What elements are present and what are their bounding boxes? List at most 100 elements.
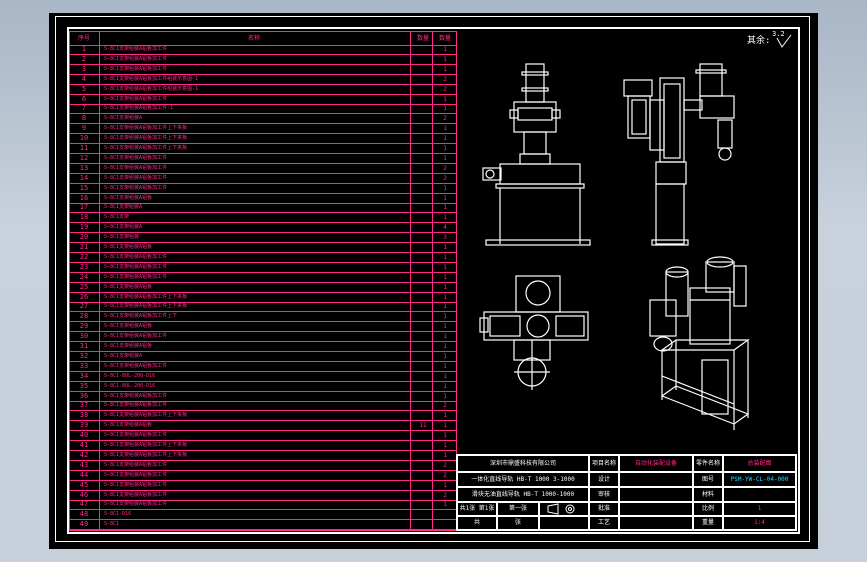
bom-row-name: S-8C1支架组装A铝板 (104, 323, 153, 330)
bom-row-name: S-8C1支架组装A铝板加工件 (104, 501, 168, 508)
bom-row-name: S-8C1支架组装A铝板加工件 (104, 362, 168, 369)
title-drawing-no: PSM-YW-CL-04-000 (723, 472, 796, 487)
projection-symbol-icon (547, 503, 575, 515)
bom-row-number: 3 (81, 64, 87, 73)
bom-row-name: S-8C1支架组装A铝板 (104, 194, 153, 201)
bom-row-qty2: 3 (443, 234, 447, 242)
bom-row-qty2: 1 (443, 204, 447, 212)
bom-row-number: 27 (79, 302, 89, 311)
bom-row-number: 1 (81, 45, 87, 53)
bom-row-qty2: 1 (443, 362, 447, 370)
side-view (623, 63, 735, 246)
bom-row-number: 14 (79, 173, 89, 182)
bom-row-number: 37 (79, 401, 89, 410)
bom-row-name: S-8C1支架组装A (104, 224, 143, 231)
bom-row-number: 5 (81, 84, 87, 93)
bom-row-number: 10 (79, 134, 89, 143)
bom-row-number: 35 (79, 381, 89, 390)
bom-row-name: S-8C1支架组装A铝板加工件上下夹板 (104, 135, 188, 142)
bom-row-number: 43 (79, 460, 89, 469)
bom-row-qty2: 2 (443, 85, 447, 93)
bom-row-qty2: 1 (443, 343, 447, 350)
bom-row-qty2: 1 (443, 125, 447, 133)
roughness-check-icon (776, 34, 792, 48)
title-approve-label: 批准 (589, 502, 619, 516)
top-view (479, 275, 589, 390)
title-page-c: 张 (497, 516, 539, 530)
bom-row-number: 20 (79, 233, 89, 242)
title-approve-value (619, 502, 693, 516)
bom-row-name: S-8C1支架组装A铝板加工件上下夹板 (104, 451, 188, 458)
title-block: 深圳市鼎盛科技有限公司 项目名称 自动化装配设备 零件名称 总装配图 一体化直线… (456, 454, 797, 531)
bom-row-qty2: 1 (443, 501, 447, 509)
bom-divider (99, 32, 100, 530)
title-row3: 滑块无油直线导轨 HB-T 1000-1000 (457, 487, 589, 502)
bom-row-qty2: 1 (443, 214, 447, 222)
bom-row: 35 S-8C1-80L-200-D16 1 (70, 382, 456, 392)
bom-row-qty2: 1 (443, 263, 447, 271)
bom-row-number: 23 (79, 262, 89, 271)
bom-row-number: 46 (79, 490, 89, 499)
bom-row-qty2: 2 (443, 115, 447, 123)
bom-row-name: S-8C1支架组装A铝板加工件上下夹板 (104, 412, 188, 419)
bom-row-name: S-8C1支架组装A铝板加工件 (104, 164, 168, 171)
title-page-b: 共 (457, 516, 497, 530)
bom-row-name: S-8C1支架组装A (104, 115, 143, 122)
bom-row-qty2: 1 (443, 481, 447, 489)
title-weight-value: 1:4 (723, 516, 796, 530)
bom-row-name: S-8C1支架 (104, 214, 130, 221)
bom-header-name: 名称 (247, 35, 260, 42)
bom-row-qty2: 2 (443, 471, 447, 479)
title-review-value (619, 487, 693, 502)
bom-row-name: S-8C1支架组装 (104, 234, 140, 241)
bom-row-qty2: 1 (443, 382, 447, 390)
bom-row-qty2: 1 (443, 95, 447, 103)
bom-row-number: 39 (79, 421, 89, 430)
bom-row-qty2: 1 (443, 323, 447, 331)
bom-row-number: 7 (81, 104, 87, 113)
projection-symbol (539, 502, 589, 516)
bom-row-qty2: 1 (443, 372, 447, 380)
bom-row-qty2: 1 (443, 352, 447, 360)
title-part-value: 总装配图 (723, 455, 796, 472)
bom-row-number: 44 (79, 470, 89, 479)
bom-row-qty2: 1 (443, 333, 447, 341)
isometric-view (649, 256, 750, 430)
bom-row-name: S-8C1支架组装A铝板加工件-1 (104, 105, 174, 112)
bom-row-qty2: 2 (443, 164, 447, 172)
bom-row-number: 18 (79, 213, 89, 222)
drawing-border-inner (67, 27, 800, 534)
bom-row-number: 9 (81, 124, 87, 133)
bom-row-qty2: 1 (443, 244, 447, 251)
bom-row-qty2: 2 (443, 75, 447, 83)
bom-row-name: S-8C1-80L-200-D16 (104, 382, 156, 389)
bom-row-qty2: 1 (443, 273, 447, 281)
bom-row-number: 6 (81, 94, 87, 103)
bom-row-qty2: 2 (443, 174, 447, 182)
bom-row-name: S-8C1支架组装A铝板加工件组装示意图-1 (104, 75, 199, 82)
title-part-label: 零件名称 (693, 455, 723, 472)
bom-row-number: 34 (79, 371, 89, 380)
front-view (482, 63, 591, 246)
bom-row-qty2: 1 (443, 145, 447, 152)
bom-row-number: 33 (79, 361, 89, 370)
bom-row-number: 45 (79, 480, 89, 489)
bom-row-qty2: 1 (443, 154, 447, 162)
bom-row: 20 S-8C1支架组装 3 (70, 233, 456, 244)
